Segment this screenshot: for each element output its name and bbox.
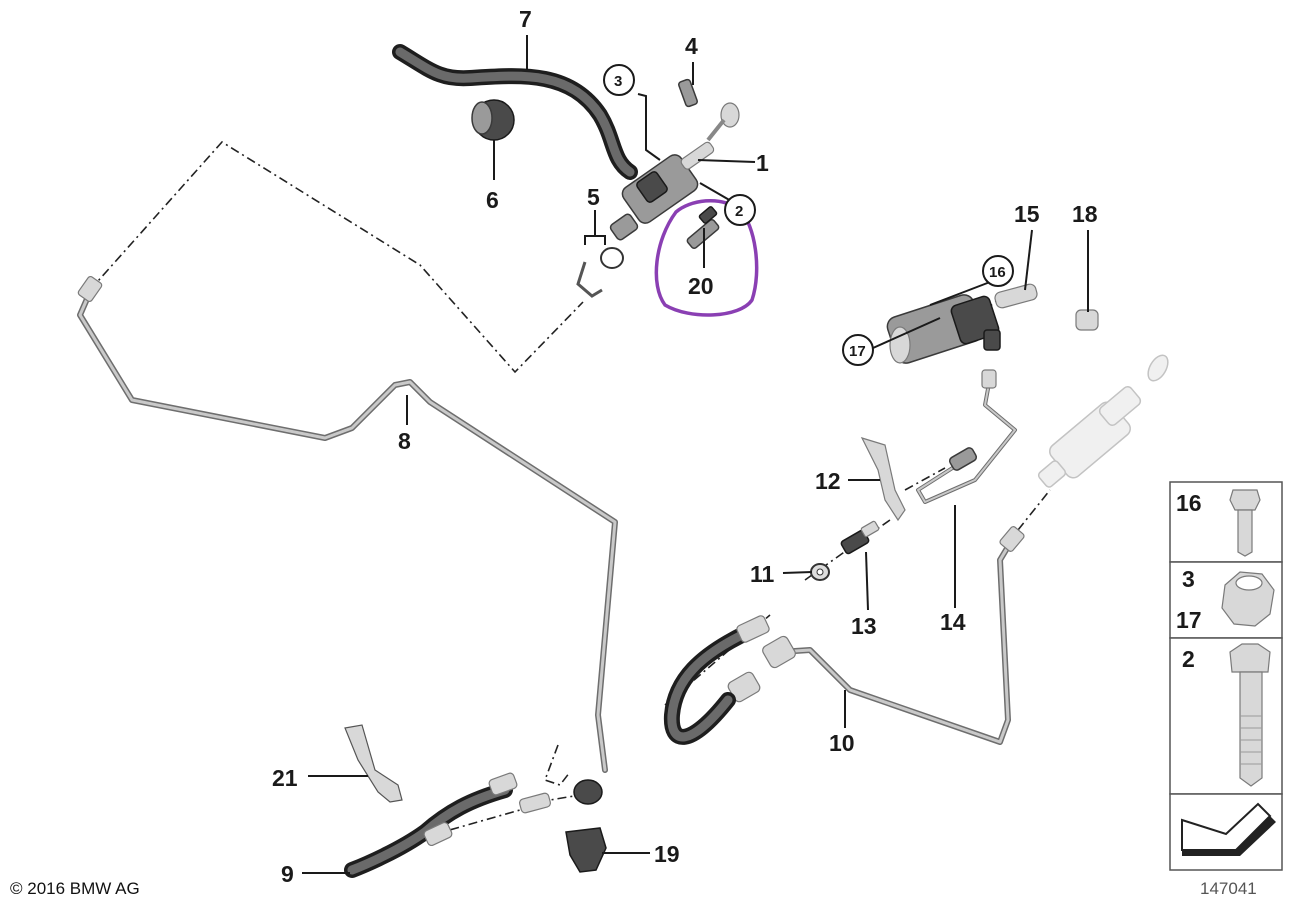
clutch-hose: [663, 615, 770, 745]
image-number: 147041: [1200, 879, 1257, 898]
legend-table: 16 3 17 2: [1169, 481, 1283, 871]
part-5-clip: [576, 247, 624, 298]
part-11-washer: [810, 563, 830, 581]
part-18-cap: [1075, 309, 1099, 331]
part-14-line: [916, 369, 1017, 504]
part-labels: 7 4 3 1 6 5 2 20 15 18 16 17 8 12 11 13 …: [272, 6, 1098, 887]
part-7-reservoir-hose: [392, 44, 638, 180]
callout-circles: [603, 64, 1014, 366]
assembly-lines: [89, 140, 1051, 836]
label-9: 9: [281, 861, 294, 887]
label-19: 19: [654, 841, 680, 867]
legend-label-16: 16: [1176, 490, 1202, 516]
leader-lines: [302, 35, 1089, 874]
legend-label-17: 17: [1176, 607, 1202, 633]
label-15: 15: [1014, 201, 1040, 227]
label-5: 5: [587, 184, 600, 210]
part-13-connector: [840, 520, 880, 555]
part-9-hose: [344, 772, 518, 878]
copyright-text: © 2016 BMW AG: [10, 879, 140, 898]
label-4: 4: [685, 33, 698, 59]
part-10-pipe: [727, 526, 1025, 745]
label-12: 12: [815, 468, 841, 494]
label-17: 17: [849, 343, 866, 360]
part-21-bracket: [344, 724, 403, 803]
nut-icon: [1221, 571, 1275, 627]
ghost-master-cylinder: [1037, 354, 1169, 488]
label-6: 6: [486, 187, 499, 213]
label-2: 2: [735, 203, 743, 220]
legend-label-2: 2: [1182, 646, 1195, 672]
label-11: 11: [750, 561, 775, 587]
part-19-grommet: [518, 779, 607, 873]
label-10: 10: [829, 730, 855, 756]
part-8-clutch-pipe: [77, 275, 618, 773]
part-6-cap: [471, 99, 515, 141]
label-18: 18: [1072, 201, 1098, 227]
label-16: 16: [989, 264, 1006, 281]
arrow-icon: [1181, 802, 1276, 856]
label-3: 3: [614, 73, 622, 90]
part-15-slave-cylinder: [886, 283, 1038, 364]
part-12-bracket: [860, 437, 906, 522]
label-20: 20: [688, 273, 714, 299]
label-14: 14: [940, 609, 966, 635]
bolt-short-icon: [1229, 489, 1261, 557]
label-13: 13: [851, 613, 877, 639]
part-1-master-cylinder: [609, 102, 740, 241]
legend-label-3: 3: [1182, 566, 1195, 592]
label-21: 21: [272, 765, 298, 791]
bolt-long-icon: [1229, 643, 1271, 787]
label-7: 7: [519, 6, 532, 32]
part-4-pin: [678, 78, 698, 108]
label-1: 1: [756, 150, 769, 176]
label-8: 8: [398, 428, 411, 454]
